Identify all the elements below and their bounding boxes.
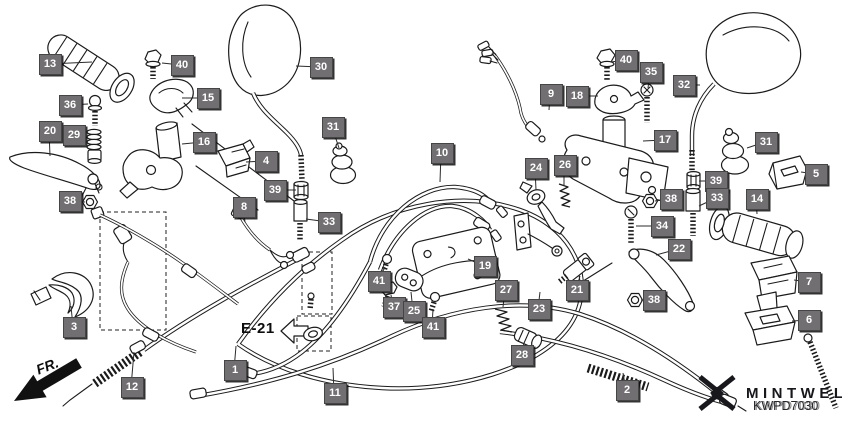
part-screw-35 (640, 83, 654, 123)
cable-ends-dashed-box (90, 206, 239, 354)
mintwell-logo-icon (698, 375, 736, 411)
part-label-40[interactable]: 40 (614, 50, 638, 71)
watermark: MINTWELL (696, 374, 842, 412)
part-label-39[interactable]: 39 (704, 171, 728, 192)
part-bolt-40-left (144, 49, 162, 79)
part-grommet-e21 (303, 326, 323, 342)
part-label-25[interactable]: 25 (402, 301, 426, 322)
part-label-16[interactable]: 16 (192, 132, 216, 153)
part-label-40[interactable]: 40 (170, 55, 194, 76)
part-label-10[interactable]: 10 (430, 143, 454, 164)
part-label-6[interactable]: 6 (797, 310, 821, 331)
part-label-38[interactable]: 38 (58, 191, 82, 212)
part-label-17[interactable]: 17 (653, 130, 677, 151)
part-pivot-bolt-36 (87, 94, 103, 126)
part-label-32[interactable]: 32 (672, 75, 696, 96)
part-label-31[interactable]: 31 (321, 117, 345, 138)
part-mirror-right (689, 12, 802, 172)
part-label-33[interactable]: 33 (317, 212, 341, 233)
part-spring-29 (86, 128, 102, 165)
part-spring-27 (494, 308, 513, 333)
part-label-41[interactable]: 41 (367, 271, 391, 292)
part-label-33[interactable]: 33 (705, 188, 729, 209)
part-label-26[interactable]: 26 (553, 155, 577, 176)
part-label-3[interactable]: 3 (62, 317, 86, 338)
part-brake-lever-left (9, 151, 103, 197)
part-small-bolt-e21 (307, 292, 315, 311)
watermark-brand-text: MINTWELL (746, 384, 842, 402)
part-label-14[interactable]: 14 (745, 189, 769, 210)
part-grip-right (708, 205, 804, 259)
part-label-11[interactable]: 11 (323, 383, 347, 404)
part-bolt-40-right (596, 48, 616, 80)
part-mirror-left (228, 4, 305, 182)
part-clamp-3 (30, 272, 94, 318)
part-label-38[interactable]: 38 (659, 189, 683, 210)
part-label-36[interactable]: 36 (58, 95, 82, 116)
part-throttle-housing-16 (119, 121, 183, 199)
part-stud-33-right (685, 187, 701, 236)
part-nut-39-left (293, 180, 309, 201)
part-bracket-5 (768, 155, 808, 190)
part-nut-38-mid (641, 193, 659, 209)
part-bell-crank-24 (519, 181, 565, 235)
part-label-23[interactable]: 23 (527, 299, 551, 320)
part-label-21[interactable]: 21 (565, 280, 589, 301)
e21-arrow-icon (280, 318, 309, 344)
part-label-13[interactable]: 13 (38, 54, 62, 75)
part-screw-41-lower (428, 291, 441, 313)
part-adjuster-21 (557, 252, 595, 284)
part-bracket-plate-19 (411, 226, 501, 299)
part-switch-housing-17 (562, 115, 669, 204)
part-label-20[interactable]: 20 (38, 121, 62, 142)
part-switch-4 (217, 139, 255, 178)
part-joint-23 (513, 212, 563, 257)
part-nut-38-bottom (626, 292, 644, 308)
part-label-1[interactable]: 1 (223, 360, 247, 381)
part-label-4[interactable]: 4 (254, 151, 278, 172)
part-switch-6 (744, 305, 796, 346)
part-stud-33-left (293, 199, 308, 240)
part-label-22[interactable]: 22 (667, 239, 691, 260)
part-label-39[interactable]: 39 (263, 180, 287, 201)
part-label-27[interactable]: 27 (494, 280, 518, 301)
part-knob-28 (513, 326, 543, 349)
part-label-19[interactable]: 19 (473, 256, 497, 277)
part-boot-31-left (329, 142, 357, 185)
part-label-5[interactable]: 5 (804, 164, 828, 185)
part-label-8[interactable]: 8 (232, 197, 256, 218)
part-lever-bracket-15 (149, 78, 194, 118)
part-brake-lever-right (628, 248, 696, 313)
part-label-31[interactable]: 31 (754, 132, 778, 153)
part-threaded-rod (803, 333, 839, 410)
part-screw-34 (624, 205, 638, 243)
part-label-29[interactable]: 29 (62, 125, 86, 146)
part-clamp-18 (594, 84, 645, 115)
part-label-7[interactable]: 7 (797, 272, 821, 293)
part-label-28[interactable]: 28 (510, 345, 534, 366)
part-label-2[interactable]: 2 (615, 380, 639, 401)
cable-11 (189, 203, 729, 404)
part-plate-25 (394, 267, 424, 292)
part-label-30[interactable]: 30 (309, 57, 333, 78)
part-boot-31-right (720, 127, 750, 175)
diagram-code: KWPD7030 (753, 399, 819, 413)
part-label-24[interactable]: 24 (524, 158, 548, 179)
frame-reference-e21: E-21 (241, 320, 275, 337)
part-spring-26 (558, 183, 571, 208)
part-switch-7 (750, 255, 798, 312)
part-label-35[interactable]: 35 (639, 62, 663, 83)
part-label-38[interactable]: 38 (642, 290, 666, 311)
part-label-12[interactable]: 12 (120, 377, 144, 398)
part-nut-39-right (686, 171, 701, 191)
part-label-15[interactable]: 15 (196, 88, 220, 109)
front-direction-arrow (14, 358, 82, 401)
part-label-18[interactable]: 18 (565, 86, 589, 107)
part-label-41[interactable]: 41 (421, 317, 445, 338)
part-label-9[interactable]: 9 (539, 84, 563, 105)
part-label-34[interactable]: 34 (650, 216, 674, 237)
part-wire-9 (477, 40, 546, 143)
